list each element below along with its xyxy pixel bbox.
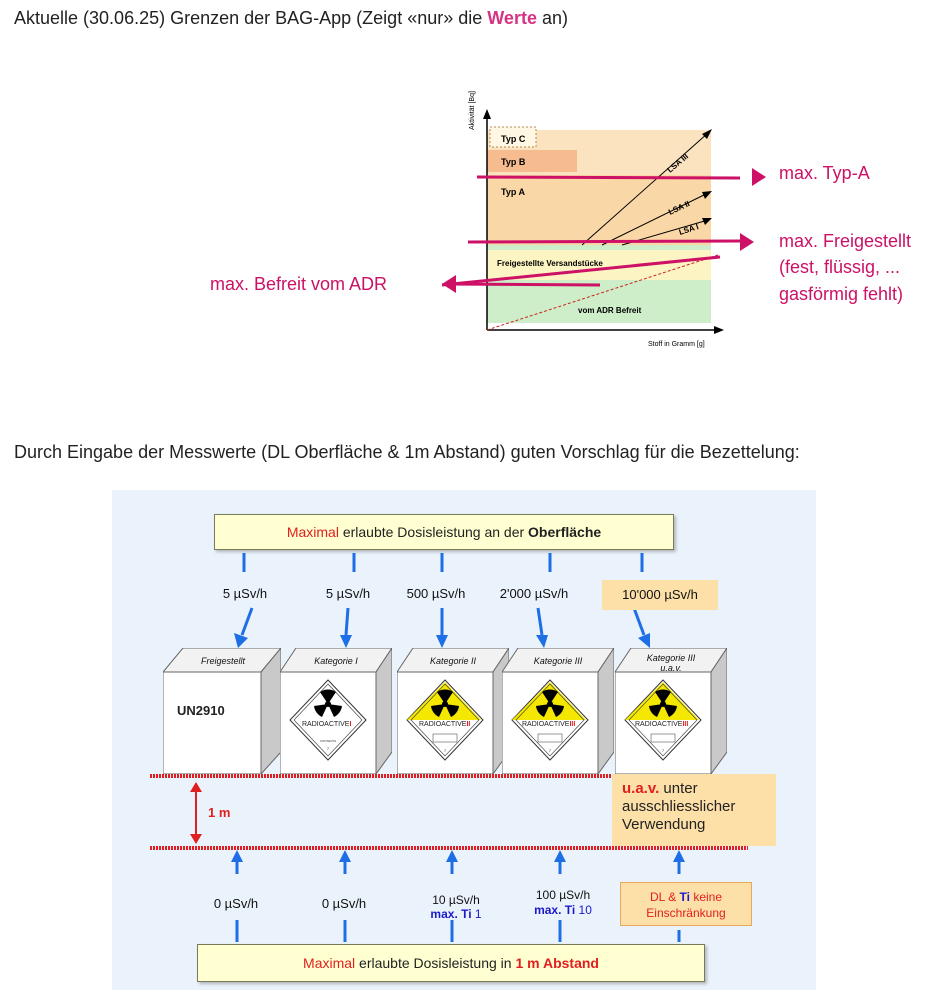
surface-dose-kat-ii: 500 µSv/h <box>406 586 466 601</box>
category-roman: I <box>349 721 352 728</box>
distance-dose-kat-iii: 100 µSv/h max. Ti 10 <box>521 888 605 918</box>
top-heading-highlight: Werte <box>487 8 537 28</box>
surface-title-oberflaeche: Oberfläche <box>528 524 602 540</box>
typ-c-label: Typ C <box>501 134 526 144</box>
ti-value: 10 <box>575 903 592 917</box>
annotation-arrows <box>442 168 766 293</box>
no-limit-amp: & <box>664 890 680 904</box>
surface-title-box: Maximal erlaubte Dosisleistung an der Ob… <box>214 514 674 550</box>
x-axis-label: Stoff in Gramm [g] <box>648 341 705 348</box>
surface-title-mid: erlaubte Dosisleistung an der <box>338 524 529 540</box>
annotation-max-freigestellt-2: (fest, flüssig, ... <box>779 257 901 277</box>
radioactive-label: RADIOACTIVEIII <box>635 721 688 728</box>
category-roman: III <box>569 721 576 728</box>
svg-text:7: 7 <box>444 748 447 753</box>
no-limit-ti: Ti <box>679 890 690 904</box>
befreit-label: vom ADR Befreit <box>578 306 642 315</box>
typ-a-label: Typ A <box>501 187 525 197</box>
dose-value: 10 µSv/h <box>432 893 480 907</box>
ti-label: Ti <box>461 907 472 921</box>
second-heading: Durch Eingabe der Messwerte (DL Oberfläc… <box>14 442 800 462</box>
package-kategorie-iii-uav: 7 Kategorie III u.a.v. RADIOACTIVEIII <box>615 648 727 774</box>
surface-title-maximal: Maximal <box>286 524 339 540</box>
package-kategorie-i: CONTENTS 7 Kategorie I RADIOACTIVEI <box>280 648 392 774</box>
uav-line1: unter <box>659 780 698 797</box>
package-category: Kategorie II <box>429 656 477 666</box>
annotation-max-befreit: max. Befreit vom ADR <box>210 274 388 294</box>
package-category: Freigestellt <box>200 656 245 666</box>
freigestellt-label: Freigestellte Versandstücke <box>497 259 603 268</box>
ti-value: 1 <box>471 907 482 921</box>
uav-line3: Verwendung <box>622 816 706 833</box>
top-heading-suffix: an) <box>536 8 568 28</box>
radioactive-text: RADIOACTIVE <box>419 721 467 728</box>
package-category: Kategorie III <box>533 656 583 666</box>
radioactive-label: RADIOACTIVEII <box>419 721 470 728</box>
distance-dose-kat-ii: 10 µSv/h max. Ti 1 <box>416 893 496 921</box>
svg-text:CONTENTS: CONTENTS <box>320 739 337 743</box>
ti-prefix: max. <box>534 903 565 917</box>
zone-typ-c <box>489 126 537 148</box>
uav-abbr: u.a.v. <box>622 780 660 797</box>
dose-value: 100 µSv/h <box>535 888 591 902</box>
category-roman: III <box>682 721 689 728</box>
package-freigestellt: Freigestellt UN2910 <box>163 648 281 774</box>
un-number: UN2910 <box>177 703 225 718</box>
package-category: Kategorie I <box>314 656 358 666</box>
annotation-max-freigestellt-3: gasförmig fehlt) <box>779 284 904 304</box>
distance-title-abstand: 1 m Abstand <box>515 955 599 971</box>
y-axis-label: Aktivität [Bq] <box>469 91 476 130</box>
typ-b-label: Typ B <box>501 157 526 167</box>
package-category: Kategorie III <box>646 653 696 663</box>
distance-title-mid: erlaubte Dosisleistung in <box>355 955 516 971</box>
svg-text:7: 7 <box>662 748 665 753</box>
no-limit-dl: DL <box>649 890 665 904</box>
top-heading-prefix: Aktuelle (30.06.25) Grenzen der BAG-App … <box>14 8 488 28</box>
radioactive-label: RADIOACTIVEIII <box>522 721 575 728</box>
ti-prefix: max. <box>430 907 462 921</box>
distance-dose-freigestellt: 0 µSv/h <box>213 896 259 911</box>
package-kategorie-iii: 7 Kategorie III RADIOACTIVEIII <box>502 648 614 774</box>
category-roman: II <box>466 721 471 728</box>
uav-note: u.a.v. unter ausschliesslicher Verwendun… <box>612 774 776 846</box>
annotation-max-freigestellt-1: max. Freigestellt <box>779 231 912 251</box>
package-kategorie-ii: 7 Kategorie II RADIOACTIVEII <box>397 648 509 774</box>
no-limit-keine: keine <box>690 890 723 904</box>
zone-freigestellt <box>487 250 711 280</box>
svg-text:7: 7 <box>327 746 330 751</box>
radioactive-text: RADIOACTIVE <box>635 721 683 728</box>
surface-dose-freigestellt: 5 µSv/h <box>222 586 268 601</box>
radioactive-text: RADIOACTIVE <box>522 721 570 728</box>
no-limit-line2: Einschränkung <box>646 906 726 920</box>
surface-dose-kat-i: 5 µSv/h <box>325 586 371 601</box>
surface-dose-uav: 10'000 µSv/h <box>602 580 718 610</box>
limits-chart: Typ C Typ B Typ A Freigestellte Versands… <box>441 91 740 348</box>
package-category-uav: u.a.v. <box>660 663 682 673</box>
zone-typ-b <box>487 150 577 172</box>
radioactive-label: RADIOACTIVEI <box>302 721 351 728</box>
distance-label: 1 m <box>208 805 231 820</box>
distance-title-box: Maximal erlaubte Dosisleistung in 1 m Ab… <box>197 944 705 982</box>
uav-line2: ausschliesslicher <box>622 798 736 815</box>
ti-label: Ti <box>564 903 576 917</box>
top-heading: Aktuelle (30.06.25) Grenzen der BAG-App … <box>14 8 568 29</box>
radioactive-text: RADIOACTIVE <box>302 721 350 728</box>
svg-text:7: 7 <box>549 748 552 753</box>
no-limit-note: DL & Ti keine Einschränkung <box>620 882 752 926</box>
distance-title-maximal: Maximal <box>303 955 356 971</box>
surface-dose-kat-iii: 2'000 µSv/h <box>499 586 569 601</box>
distance-dose-kat-i: 0 µSv/h <box>321 896 367 911</box>
annotation-max-typ-a: max. Typ-A <box>779 163 870 183</box>
